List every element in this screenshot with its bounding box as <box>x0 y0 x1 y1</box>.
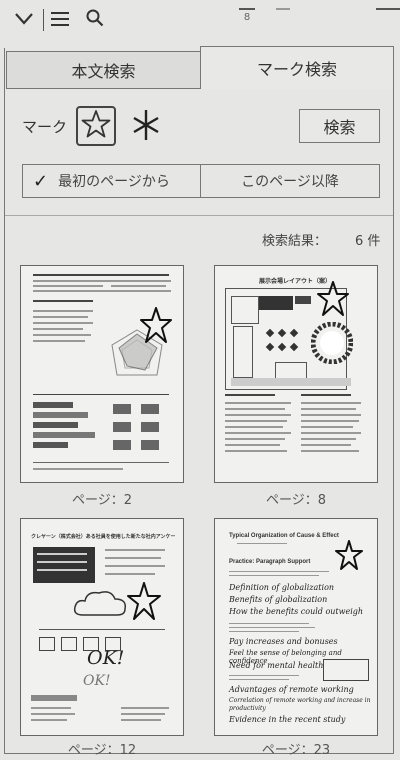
handwritten-line: Feel the sense of belonging and confiden… <box>229 649 342 665</box>
result-thumbnail-page-2[interactable] <box>20 265 184 483</box>
thumbnail-caption: ページ：12 <box>67 743 137 758</box>
tab-mark-search[interactable]: マーク検索 <box>200 46 394 89</box>
star-mark-icon <box>139 306 173 350</box>
results-label: 検索結果： <box>262 234 328 249</box>
star-mark-icon <box>315 280 351 322</box>
handwritten-line: Benefits of globalization <box>229 595 328 604</box>
search-button[interactable]: 検索 <box>299 109 380 143</box>
thumbnail-heading: Typical Organization of Cause & Effect <box>229 533 339 539</box>
result-thumbnail-page-12[interactable]: クレヤーン（株式会社）ある社員を使用した新たな社内アンケート OK! OK! <box>20 518 184 736</box>
mark-label: マーク <box>22 118 68 136</box>
mark-asterisk-option[interactable] <box>130 106 162 144</box>
search-icon[interactable] <box>86 9 104 31</box>
handwritten-line: Correlation of remote working and increa… <box>229 697 371 712</box>
result-thumbnail-page-23[interactable]: Typical Organization of Cause & Effect P… <box>214 518 378 736</box>
mark-star-option[interactable] <box>76 106 116 146</box>
star-icon <box>81 109 111 143</box>
handwritten-line: Advantages of remote working <box>229 685 354 694</box>
menu-icon[interactable] <box>50 11 70 31</box>
thumbnail-title: クレヤーン（株式会社）ある社員を使用した新たな社内アンケート <box>31 534 175 540</box>
range-from-first[interactable]: ✓ 最初のページから <box>23 165 201 197</box>
chevron-down-icon[interactable] <box>14 11 34 30</box>
handwritten-note: OK! <box>83 673 111 689</box>
result-thumbnail-page-8[interactable]: 展示会場レイアウト（案） <box>214 265 378 483</box>
bookmark-icon[interactable] <box>376 8 400 10</box>
cloud-icon <box>73 591 127 616</box>
asterisk-icon <box>130 110 162 148</box>
range-from-this-label: このページ以降 <box>241 174 339 190</box>
handwritten-line: Evidence in the recent study <box>229 715 346 724</box>
thumbnail-title: 展示会場レイアウト（案） <box>259 279 332 285</box>
top-toolbar: 8 <box>0 0 400 40</box>
range-from-this-page[interactable]: このページ以降 <box>201 165 379 197</box>
results-count: 6 件 <box>355 234 381 249</box>
radar-chart <box>111 329 163 376</box>
search-panel <box>4 48 394 754</box>
thumbnail-subheading: Practice: Paragraph Support <box>229 559 311 565</box>
thumbnail-caption: ページ：8 <box>265 493 326 508</box>
handwritten-note: OK! <box>87 647 125 669</box>
thumbnail-caption: ページ：23 <box>261 743 331 758</box>
checkmark-icon: ✓ <box>33 170 49 192</box>
range-from-first-label: 最初のページから <box>58 174 170 190</box>
toolbar-divider <box>43 9 44 31</box>
page-indicator-next[interactable] <box>276 8 290 10</box>
handwritten-line: How the benefits could outweigh <box>229 607 364 616</box>
divider <box>5 215 393 216</box>
round-stage <box>311 322 353 364</box>
star-mark-icon <box>125 581 163 627</box>
thumbnail-caption: ページ：2 <box>71 493 132 508</box>
handwritten-line: Need for mental health <box>229 661 324 670</box>
star-mark-icon <box>333 539 365 577</box>
handwritten-line: Pay increases and bonuses <box>229 637 338 646</box>
search-range-group: ✓ 最初のページから このページ以降 <box>22 164 380 198</box>
page-indicator[interactable]: 8 <box>236 2 258 23</box>
handwritten-line: Definition of globalization <box>229 583 335 592</box>
tab-text-search[interactable]: 本文検索 <box>6 51 201 89</box>
